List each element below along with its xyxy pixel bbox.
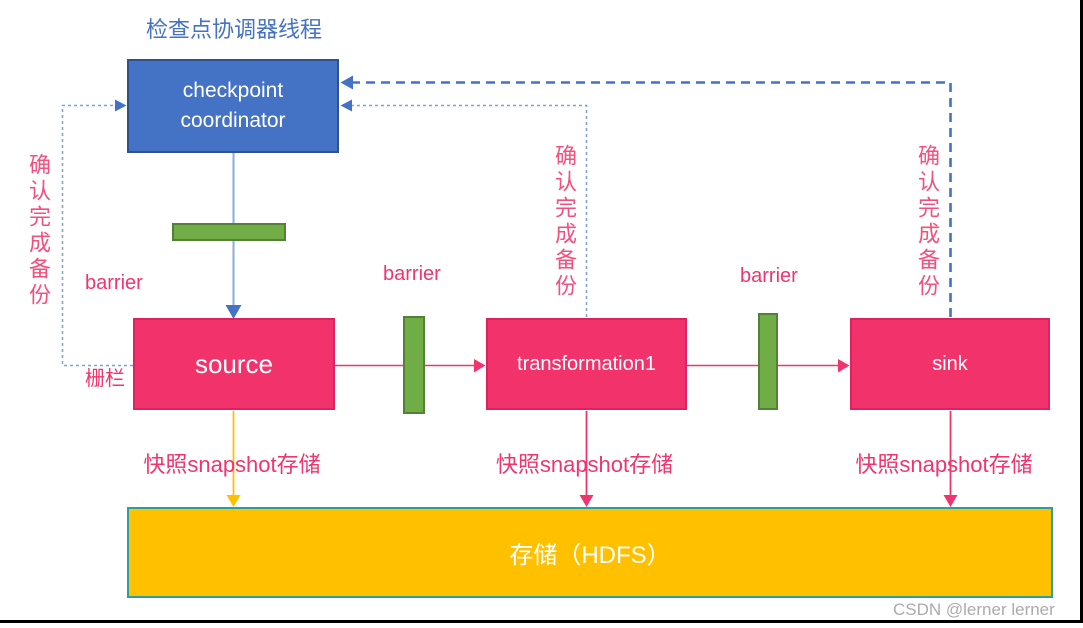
barrier-cn-label-en: barrier	[85, 272, 143, 294]
ack-label-left: 确认完成备份	[26, 153, 51, 309]
diagram-title: 检查点协调器线程	[146, 17, 323, 42]
storage-label: 存储（HDFS）	[509, 542, 671, 569]
connector-ack-transformation1-to-coordinator	[340, 99, 588, 317]
source-node: source	[133, 318, 335, 410]
snapshot-label-sink: 快照snapshot存储	[855, 452, 1033, 477]
coordinator-label-line1: checkpoint	[182, 79, 284, 102]
coordinator-node: checkpoint coordinator	[127, 59, 339, 153]
barrier-vertical-bar-1	[403, 316, 425, 414]
right-edge-line	[1080, 0, 1083, 623]
source-label: source	[194, 348, 274, 379]
connector-ack-sink-to-coordinator	[340, 75, 952, 317]
ack-label-middle: 确认完成备份	[552, 144, 577, 300]
storage-node: 存储（HDFS）	[127, 507, 1053, 598]
barrier-cn-label: barrier 栅栏	[85, 203, 143, 459]
connector-source-to-storage	[226, 411, 241, 507]
sink-label: sink	[932, 352, 968, 375]
connector-sink-to-storage	[943, 411, 958, 507]
coordinator-label-line2: coordinator	[180, 109, 286, 132]
watermark-text: CSDN @lerner lerner	[893, 600, 1055, 619]
snapshot-label-source: 快照snapshot存储	[143, 452, 321, 477]
transformation1-node: transformation1	[486, 318, 687, 410]
transformation1-label: transformation1	[517, 352, 656, 375]
barrier-vertical-bar-2	[758, 313, 778, 410]
barrier-cn-label-zh: 栅栏	[85, 368, 125, 390]
bottom-edge-line	[0, 620, 1083, 623]
barrier-label-1: barrier	[383, 263, 441, 285]
connector-transformation1-to-storage	[579, 411, 594, 507]
sink-node: sink	[850, 318, 1050, 410]
barrier-label-2: barrier	[740, 265, 798, 287]
ack-label-right: 确认完成备份	[915, 144, 940, 300]
barrier-horizontal-bar	[172, 223, 286, 241]
connector-ack-source-to-coordinator	[61, 99, 133, 367]
snapshot-label-transformation1: 快照snapshot存储	[495, 452, 674, 477]
